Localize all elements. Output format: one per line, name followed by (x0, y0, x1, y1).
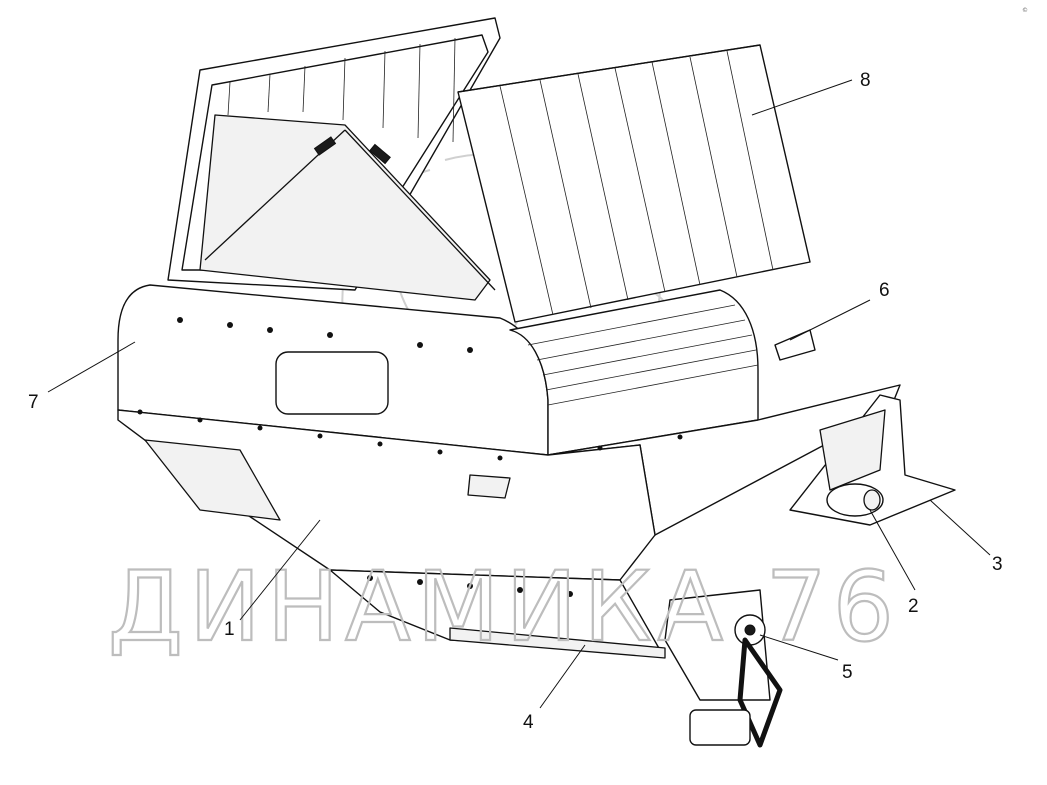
motor (826, 483, 884, 517)
right-lid-panel (457, 44, 811, 323)
callout-8: 8 (860, 70, 871, 91)
leader-lines (47, 79, 991, 709)
callout-5: 5 (842, 662, 853, 683)
inspection-window (275, 351, 389, 415)
left-lid (167, 17, 501, 301)
corner-mark: © (1022, 7, 1028, 14)
callout-3: 3 (992, 554, 1003, 575)
drive-gearbox (664, 589, 783, 748)
callout-4: 4 (523, 712, 534, 733)
watermark-text: ДИНАМИКА 76 (108, 551, 900, 663)
callout-labels: 1 2 3 4 5 6 7 8 (28, 70, 1003, 733)
hopper-body (117, 284, 956, 748)
callout-2: 2 (908, 596, 919, 617)
callout-6: 6 (879, 280, 890, 301)
callout-1: 1 (224, 619, 235, 640)
callout-7: 7 (28, 392, 39, 413)
